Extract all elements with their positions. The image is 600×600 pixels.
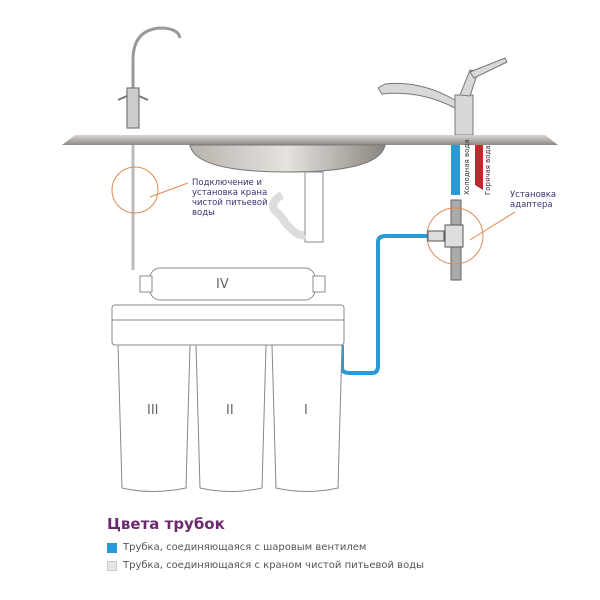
white-swatch xyxy=(107,560,117,571)
adapter-label: Установка адаптера xyxy=(510,190,556,210)
stage-i-label: I xyxy=(304,403,308,418)
ball-valve xyxy=(427,230,445,242)
faucet-connection-label: Подключение и установка крана чистой пит… xyxy=(192,178,268,218)
faucet-callout-leader xyxy=(149,182,189,198)
cold-water-pipe xyxy=(451,145,460,195)
faucet-callout-circle xyxy=(111,166,159,214)
blue-swatch xyxy=(107,542,117,553)
drain-trap xyxy=(269,171,324,243)
stage-iii-label: III xyxy=(147,403,159,418)
label-line: воды xyxy=(192,208,215,218)
hot-water-label: Горячая вода xyxy=(484,145,492,195)
label-line: Установка xyxy=(510,190,557,200)
sink-bowl xyxy=(189,144,386,173)
cold-water-label: Холодная вода xyxy=(463,139,471,195)
stage-ii-label: II xyxy=(226,403,234,418)
legend-label: Трубка, соединяющаяся с краном чистой пи… xyxy=(123,560,424,571)
legend-title: Цвета трубок xyxy=(107,515,225,533)
countertop xyxy=(62,135,558,145)
hot-water-pipe xyxy=(475,145,483,190)
label-line: установка крана xyxy=(192,188,268,198)
filter-stage-iv xyxy=(139,267,326,301)
kitchen-mixer-faucet xyxy=(377,57,508,136)
stage-iv-label: IV xyxy=(216,277,229,292)
drinking-water-faucet xyxy=(117,26,182,129)
adapter-callout-leader xyxy=(469,211,516,241)
legend-label: Трубка, соединяющаяся с шаровым вентилем xyxy=(123,542,367,553)
label-line: чистой питьевой xyxy=(192,198,268,208)
ball-valve-tube xyxy=(340,234,430,375)
legend-item-white: Трубка, соединяющаяся с краном чистой пи… xyxy=(107,560,424,571)
label-line: Подключение и xyxy=(192,178,262,188)
label-line: адаптера xyxy=(510,200,553,210)
legend-item-blue: Трубка, соединяющаяся с шаровым вентилем xyxy=(107,542,366,553)
filter-housings xyxy=(111,304,345,492)
adapter-tee xyxy=(444,224,464,248)
